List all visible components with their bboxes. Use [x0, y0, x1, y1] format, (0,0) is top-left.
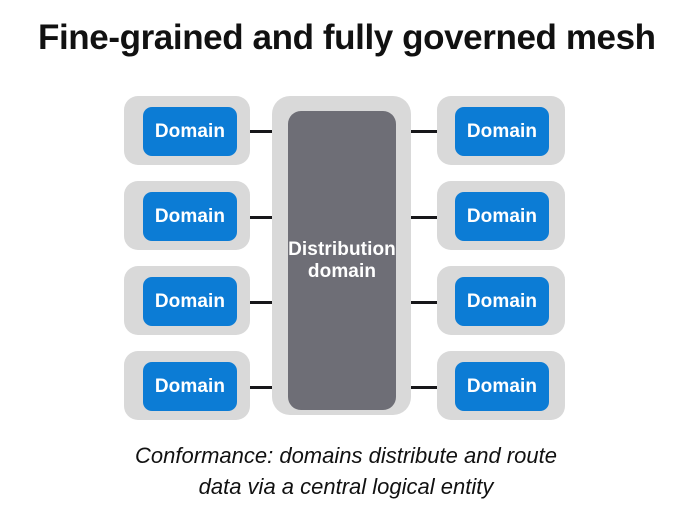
domain-card-right-4[interactable]: Domain	[455, 362, 549, 411]
domain-label: Domain	[466, 120, 538, 142]
connector-right-4	[395, 386, 455, 389]
connector-right-2	[395, 216, 455, 219]
connector-left-4	[237, 386, 289, 389]
domain-card-left-2[interactable]: Domain	[143, 192, 237, 241]
caption-line-1: Conformance: domains distribute and rout…	[135, 443, 557, 468]
domain-label: Domain	[154, 375, 226, 397]
domain-card-left-3[interactable]: Domain	[143, 277, 237, 326]
domain-card-left-1[interactable]: Domain	[143, 107, 237, 156]
distribution-label-line1: Distribution	[288, 238, 396, 260]
connector-left-2	[237, 216, 289, 219]
domain-card-left-4[interactable]: Domain	[143, 362, 237, 411]
domain-label: Domain	[466, 375, 538, 397]
connector-left-3	[237, 301, 289, 304]
domain-card-right-1[interactable]: Domain	[455, 107, 549, 156]
connector-right-1	[395, 130, 455, 133]
domain-card-right-3[interactable]: Domain	[455, 277, 549, 326]
connector-left-1	[237, 130, 289, 133]
domain-label: Domain	[466, 290, 538, 312]
domain-card-right-2[interactable]: Domain	[455, 192, 549, 241]
domain-label: Domain	[154, 120, 226, 142]
domain-label: Domain	[154, 290, 226, 312]
diagram-caption: Conformance: domains distribute and rout…	[76, 440, 616, 502]
page-title: Fine-grained and fully governed mesh	[38, 18, 656, 57]
domain-label: Domain	[154, 205, 226, 227]
caption-line-2: data via a central logical entity	[198, 474, 494, 499]
domain-label: Domain	[466, 205, 538, 227]
connector-right-3	[395, 301, 455, 304]
distribution-label-line2: domain	[307, 260, 377, 282]
